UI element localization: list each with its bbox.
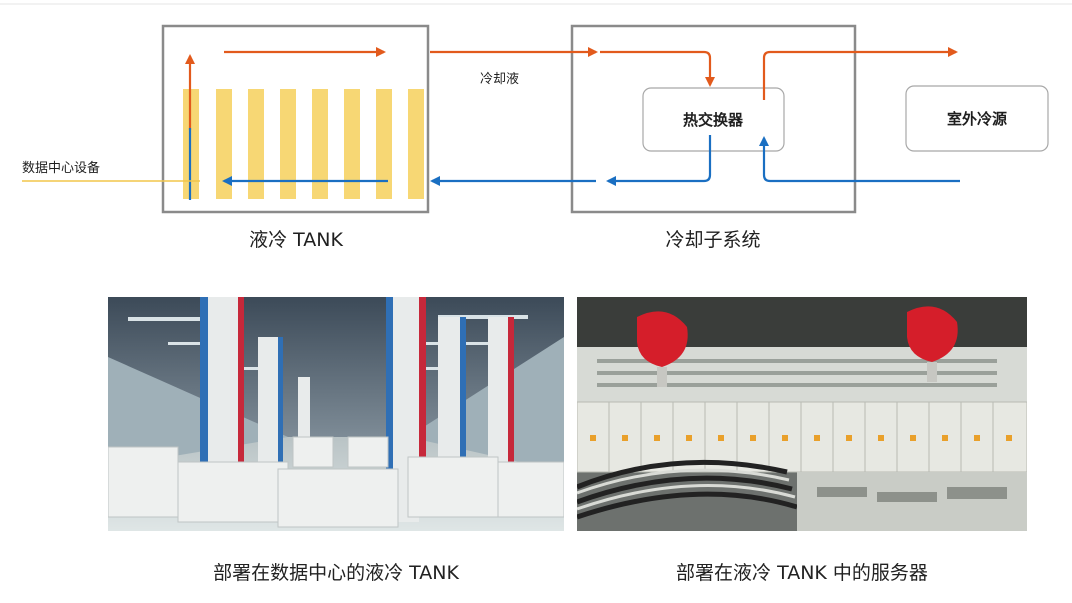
heat-exchanger-label: 热交换器 bbox=[683, 111, 744, 129]
photo-datacenter-tanks bbox=[108, 297, 564, 531]
cooling-subsystem-box bbox=[570, 24, 857, 214]
server-bar bbox=[376, 89, 392, 199]
outdoor-source-box bbox=[905, 85, 1049, 152]
tank-label: 液冷 TANK bbox=[249, 229, 343, 251]
coolant-label: 冷却液 bbox=[480, 72, 519, 87]
photo-caption-servers: 部署在液冷 TANK 中的服务器 bbox=[676, 562, 928, 584]
device-label: 数据中心设备 bbox=[22, 160, 100, 176]
hot-flow bbox=[185, 47, 958, 130]
hot-arrow-into-exchanger bbox=[600, 50, 715, 87]
server-bar bbox=[344, 89, 360, 199]
cold-arrow-into-exchanger bbox=[759, 136, 960, 183]
cold-flow bbox=[188, 128, 960, 200]
server-bar bbox=[248, 89, 264, 199]
hot-arrow-to-outdoor bbox=[762, 47, 958, 100]
cold-arrow-from-exchanger bbox=[606, 135, 712, 186]
server-bar bbox=[280, 89, 296, 199]
server-bar bbox=[408, 89, 424, 199]
cooling-subsystem-label: 冷却子系统 bbox=[665, 229, 760, 251]
heat-exchanger-box bbox=[642, 87, 785, 152]
server-bar bbox=[216, 89, 232, 199]
outdoor-source-label: 室外冷源 bbox=[947, 110, 1007, 128]
server-bar bbox=[312, 89, 328, 199]
photo-caption-datacenter: 部署在数据中心的液冷 TANK bbox=[213, 562, 459, 584]
photo-servers-in-tank bbox=[577, 297, 1027, 531]
